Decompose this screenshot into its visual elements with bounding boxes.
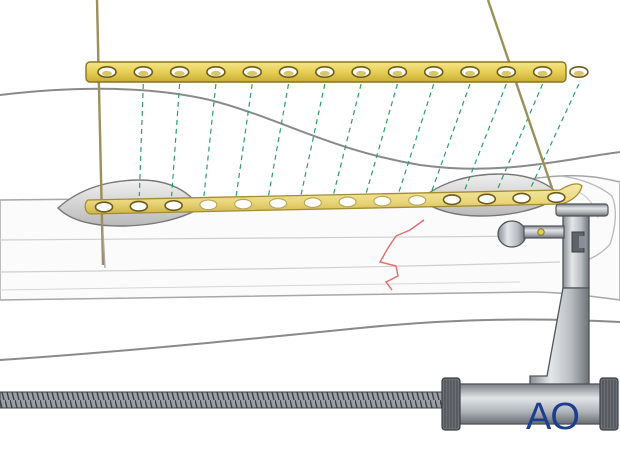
- template-plate: [85, 61, 589, 83]
- guide-line: [235, 83, 253, 197]
- top-plate-hole-shadow: [537, 70, 548, 77]
- top-plate-hole-shadow: [283, 70, 294, 77]
- top-plate-hole-shadow: [573, 70, 584, 77]
- top-plate-hole-shadow: [465, 70, 475, 77]
- bone-plate-hole: [234, 198, 253, 210]
- guide-line: [364, 83, 398, 197]
- top-plate-hole-shadow: [210, 70, 221, 77]
- hole-alignment-guides: [138, 83, 580, 197]
- bone-plate-hole: [512, 192, 531, 204]
- top-plate-hole-shadow: [392, 70, 403, 77]
- guide-line: [332, 83, 362, 197]
- top-plate-hole-shadow: [428, 70, 439, 77]
- bone-plate-hole: [547, 191, 566, 204]
- fracture-line: [378, 219, 425, 291]
- bone-plate: [84, 183, 583, 215]
- guide-line: [494, 83, 544, 197]
- bone-plate-hole: [338, 196, 357, 208]
- bone-plate-hole: [477, 193, 497, 205]
- top-plate-hole-shadow: [356, 70, 367, 77]
- bone-plate-hole: [164, 199, 183, 212]
- bone-cortex-line-3: [0, 281, 521, 291]
- skin-outline-lower: [0, 318, 620, 361]
- guide-line: [300, 83, 326, 197]
- guide-line: [526, 83, 580, 197]
- top-plate-hole-shadow: [102, 70, 112, 77]
- right-guide-wire: [486, 0, 554, 189]
- bone-plate-hole: [442, 194, 462, 206]
- bone-plate-hole: [408, 195, 427, 206]
- bone-cortex-line-1: [0, 235, 541, 241]
- bone-plate-hole: [303, 197, 322, 208]
- guide-line: [203, 83, 217, 197]
- top-plate-hole-shadow: [501, 70, 512, 77]
- skin-outline-upper: [0, 87, 620, 170]
- guide-line: [267, 83, 290, 197]
- top-plate-hole-shadow: [319, 70, 330, 77]
- guide-line: [461, 83, 507, 197]
- bone-plate-hole: [373, 195, 392, 207]
- top-plate-hole-shadow: [247, 70, 258, 77]
- bone-plate-hole: [94, 201, 114, 213]
- top-plate-hole-shadow: [138, 70, 149, 77]
- guide-line: [171, 83, 181, 197]
- left-guide-wire-tip: [102, 231, 106, 269]
- bone-joint-outline: [559, 175, 616, 265]
- top-plate-hole-shadow: [174, 70, 185, 77]
- ao-logo: AO: [526, 398, 582, 436]
- bone-cortex-line-2: [0, 261, 561, 273]
- bone-plate-hole: [268, 198, 288, 209]
- left-guide-wire: [95, 0, 105, 266]
- aiming-device: [441, 203, 619, 431]
- guide-line: [397, 83, 435, 197]
- bone-plate-hole: [199, 199, 218, 211]
- guide-line: [138, 83, 144, 197]
- threaded-rod: [0, 391, 449, 409]
- bone-plate-hole: [129, 200, 149, 212]
- guide-line: [429, 83, 471, 197]
- ao-logo-text: AO: [526, 396, 580, 438]
